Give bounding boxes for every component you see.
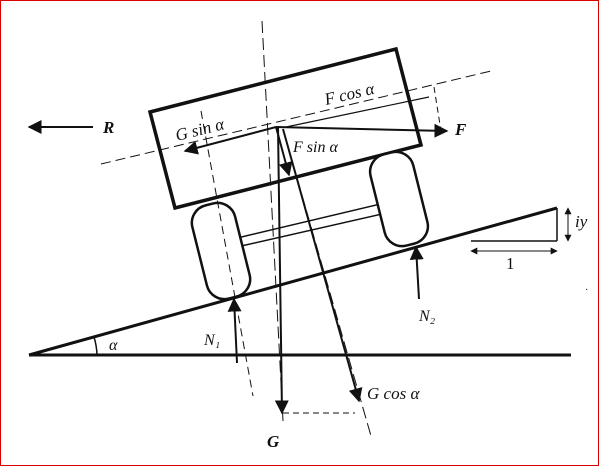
rear-axis (433, 86, 442, 132)
front-wheel-axis (200, 110, 254, 397)
label-traction: F (454, 120, 467, 139)
angle-arc (93, 336, 98, 356)
weight-arrow (274, 126, 289, 415)
label-weight: G (267, 432, 280, 451)
label-normal-rear: N₂ (418, 308, 436, 325)
axle-lower (236, 210, 396, 248)
label-grade-run: 1 (506, 254, 515, 273)
slope-line (28, 206, 558, 357)
gravity-axis (261, 20, 284, 422)
normal-rear-arrow (409, 245, 424, 300)
edge-mark: · (585, 285, 588, 296)
traction-parallel-arrow (285, 96, 430, 128)
centerline-parallel (100, 70, 492, 165)
label-angle: α (109, 337, 118, 354)
label-weight-normal: G cos α (367, 384, 420, 403)
normal-front-arrow (227, 297, 242, 364)
axle-upper (232, 200, 394, 240)
label-traction-normal: F sin α (292, 139, 338, 156)
label-resistance: R (102, 118, 114, 137)
vehicle-body (147, 46, 424, 211)
rear-wheel (368, 150, 430, 248)
label-grade-rise: iy (575, 212, 588, 231)
traction-arrow (275, 123, 449, 138)
weight-normal-arrow (282, 128, 363, 403)
label-normal-front: N₁ (203, 332, 220, 349)
front-wheel (190, 201, 252, 301)
weight-parallel-arrow (183, 126, 277, 155)
